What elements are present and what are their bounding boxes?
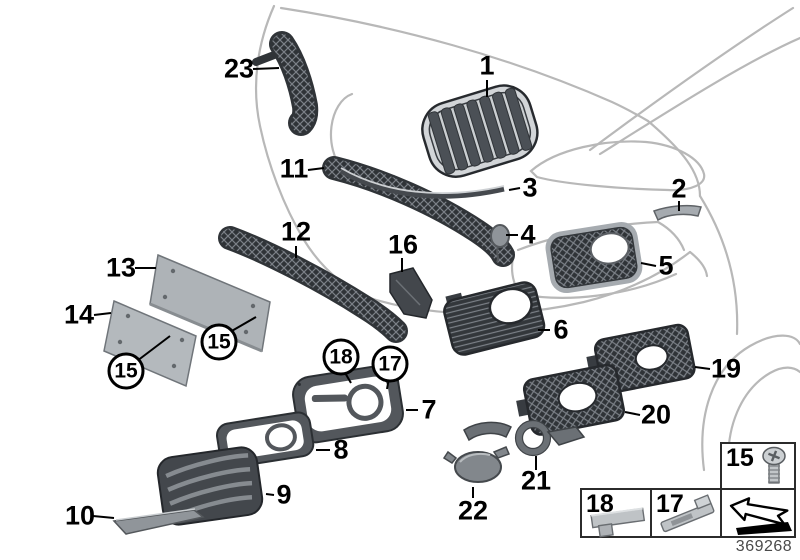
callout-22[interactable]: 22 [457,495,489,526]
doc-number: 369268 [735,538,793,555]
part-16-bracket [389,267,433,319]
callout-1[interactable]: 1 [479,50,495,81]
callout-20[interactable]: 20 [640,399,672,430]
callout-8[interactable]: 8 [333,434,349,465]
part-3-trim-strip [339,167,505,199]
callout-15-circled-b[interactable]: 15 [200,323,238,361]
callout-2[interactable]: 2 [671,173,687,204]
part-1-kidney-grille [421,84,539,178]
leader-lines [92,67,711,519]
direction-arrow-icon [729,497,792,535]
callout-16[interactable]: 16 [387,229,419,260]
part-12-center-grille-lower [218,226,408,343]
callout-18-circled[interactable]: 18 [322,338,360,376]
callout-23[interactable]: 23 [223,53,255,84]
part-2-bumper-trim [652,204,702,222]
legend-box-clip: 18 [580,488,652,538]
callout-7[interactable]: 7 [421,394,437,425]
part-20-fog-grille [516,363,625,436]
rail-bracket-icon [660,494,715,533]
part-10-trim-strip [112,508,205,535]
callout-19[interactable]: 19 [710,353,742,384]
callout-9[interactable]: 9 [276,479,292,510]
clip-icon [590,507,646,538]
callout-21[interactable]: 21 [520,465,552,496]
callout-3[interactable]: 3 [522,172,538,203]
part-6-fog-grille [443,281,546,356]
part-22-fog-lamp-cap [442,446,511,483]
legend-box-rail: 17 [650,488,722,538]
callout-14[interactable]: 14 [63,299,95,330]
part-9-corner-grille [156,446,264,526]
callout-10[interactable]: 10 [64,500,96,531]
callout-17-circled[interactable]: 17 [371,345,409,383]
callout-12[interactable]: 12 [280,216,312,247]
callout-5[interactable]: 5 [658,250,674,281]
legend-screw-number: 15 [726,444,754,472]
callout-6[interactable]: 6 [553,314,569,345]
part-21-fog-lamp-trim [463,419,586,457]
callout-13[interactable]: 13 [105,252,137,283]
legend-box-screw: 15 [720,442,796,490]
part-5-fog-grille-on-car [545,221,643,294]
callout-11[interactable]: 11 [279,153,309,184]
legend-box-direction [720,488,796,538]
screw-icon [762,446,786,484]
legend-rail-number: 17 [656,490,684,518]
part-23-trim-grille [252,31,319,136]
callout-4[interactable]: 4 [520,219,536,250]
callout-15-circled-a[interactable]: 15 [107,352,145,390]
part-14-license-plate-base [103,299,197,388]
